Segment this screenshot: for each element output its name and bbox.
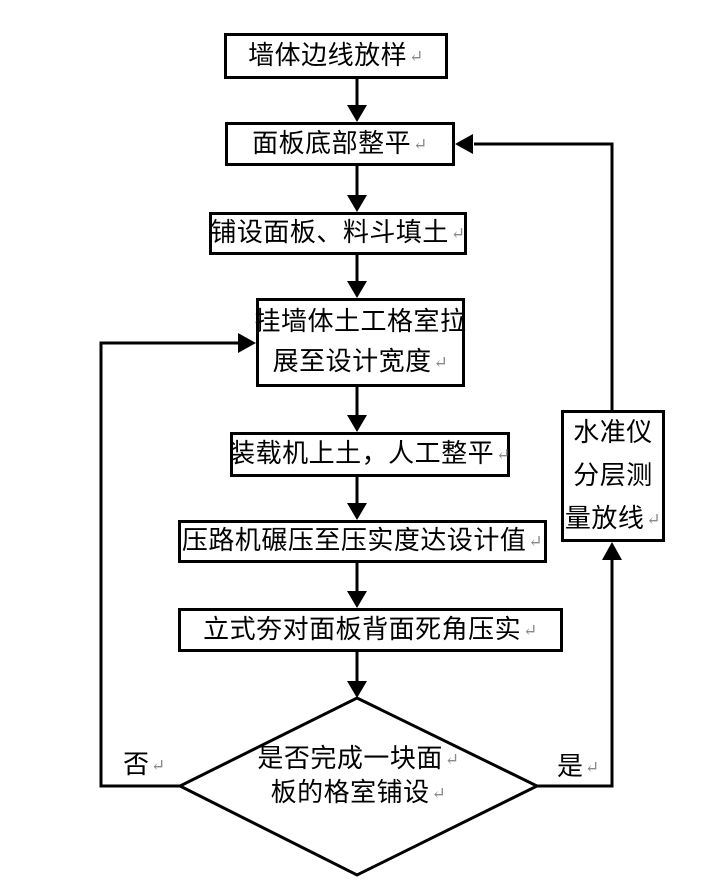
node-label: 装载机上土，人工整平↵: [229, 439, 511, 468]
decision-diamond: [176, 696, 541, 877]
paragraph-mark: ↵: [409, 46, 424, 66]
node-label: 压路机碾压至压实度达设计值↵: [181, 526, 544, 555]
arrow-stakeout-to-leveling: [347, 79, 367, 122]
node-label: 立式夯对面板背面死角压实↵: [203, 614, 538, 644]
node-label: 面板底部整平↵: [252, 128, 428, 158]
branch-label-yes: 是↵: [557, 752, 600, 781]
node-label: 墙体边线放样↵: [248, 40, 424, 70]
loop-yes-to-survey: [537, 542, 622, 788]
arrow-leveling-to-laypanel: [347, 166, 367, 212]
paragraph-mark: ↵: [496, 445, 511, 464]
paragraph-mark: ↵: [413, 134, 428, 154]
node-label-line2: 展至设计宽度↵: [272, 347, 449, 376]
node-wall-edge-stakeout: 墙体边线放样↵: [224, 33, 448, 79]
arrow-loader-to-roller: [347, 477, 367, 520]
paragraph-mark: ↵: [433, 353, 449, 372]
paragraph-mark: ↵: [450, 224, 466, 243]
paragraph-mark: ↵: [523, 620, 538, 640]
paragraph-mark: ↵: [528, 532, 544, 551]
loop-no-to-geocell: [99, 333, 256, 788]
arrow-geocell-to-loader: [347, 387, 367, 432]
paragraph-mark: ↵: [585, 758, 600, 777]
paragraph-mark: ↵: [151, 756, 166, 775]
paragraph-mark: ↵: [444, 750, 460, 769]
node-roller-compaction: 压路机碾压至压实度达设计值↵: [178, 520, 547, 563]
node-panel-bottom-leveling: 面板底部整平↵: [225, 122, 455, 166]
paragraph-mark: ↵: [646, 510, 662, 529]
decision-label-line1: 是否完成一块面↵: [257, 744, 460, 773]
branch-label-no: 否↵: [123, 750, 166, 779]
arrow-roller-to-tamping: [347, 563, 367, 608]
paragraph-mark: ↵: [431, 784, 447, 803]
node-label-line1: 挂墙体土工格室拉: [254, 307, 467, 336]
arrow-laypanel-to-geocell: [347, 255, 367, 298]
decision-label: 是否完成一块面↵ 板的格室铺设↵: [180, 742, 537, 810]
node-loader-soil-manual-leveling: 装载机上土，人工整平↵: [229, 432, 511, 477]
node-lay-panel-hopper-fill: 铺设面板、料斗填土↵: [209, 212, 467, 255]
node-hang-geocell: 挂墙体土工格室拉 展至设计宽度↵: [254, 298, 467, 387]
node-level-instrument-survey: 水准仪 分层测 量放线↵: [561, 410, 665, 542]
node-vertical-tamping: 立式夯对面板背面死角压实↵: [178, 608, 563, 652]
decision-label-line2: 板的格室铺设↵: [270, 778, 447, 807]
node-label-line1: 水准仪: [573, 418, 653, 447]
node-label-line3: 量放线↵: [564, 504, 662, 533]
arrow-tamping-to-decision: [347, 652, 367, 698]
node-label: 铺设面板、料斗填土↵: [210, 218, 466, 247]
node-label-line2: 分层测: [573, 461, 653, 490]
loop-survey-to-leveling: [455, 134, 614, 410]
